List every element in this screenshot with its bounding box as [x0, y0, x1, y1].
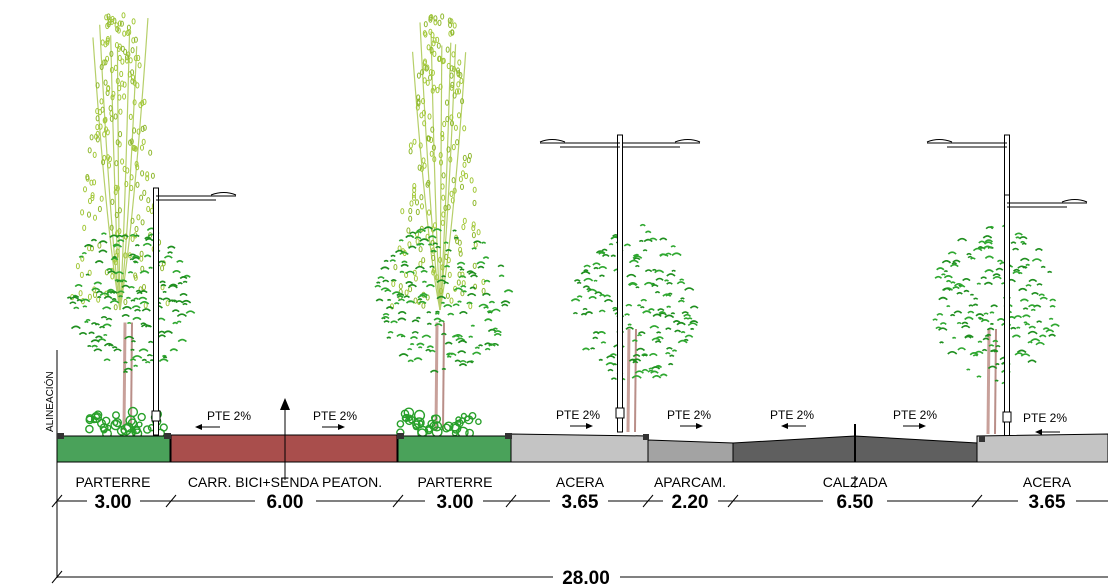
streetlight-icon — [539, 134, 625, 433]
parking-strip — [647, 439, 734, 463]
curb — [643, 434, 649, 440]
section-label-sidewalk: ACERA — [556, 474, 605, 490]
svg-text:PTE 2%: PTE 2% — [770, 408, 814, 422]
svg-text:PTE 2%: PTE 2% — [1023, 411, 1067, 425]
curb — [397, 433, 404, 439]
section-width-value: 3.00 — [95, 492, 132, 513]
section-label-bike-lane: CARR. BICI+SENDA PEATON. — [188, 474, 382, 490]
section-width-value: 6.50 — [837, 492, 874, 513]
streetlight-icon — [1002, 194, 1088, 437]
section-label-sidewalk: ACERA — [1023, 474, 1072, 490]
slope-label: PTE 2% — [556, 408, 600, 429]
curb — [57, 433, 64, 439]
dimension-ticks — [51, 494, 983, 584]
streetlight-icon — [151, 187, 237, 436]
section-width-value: 3.00 — [437, 492, 474, 513]
slope-label: PTE 2% — [893, 408, 937, 429]
up-arrow-head-icon — [280, 398, 290, 410]
section-label-roadway: CALZADA — [823, 474, 888, 490]
alignment-label: ALINEACIÓN — [43, 371, 56, 432]
slope-label: PTE 2% — [313, 409, 357, 430]
streetlights-layer — [151, 134, 1088, 437]
curb — [505, 433, 512, 439]
parterre-left-strip — [56, 435, 171, 463]
sidewalk-left-strip — [510, 433, 649, 463]
section-width-value: 6.00 — [267, 492, 304, 513]
tree-icon — [374, 226, 514, 431]
shrub-icon — [396, 407, 482, 439]
svg-text:PTE 2%: PTE 2% — [207, 409, 251, 423]
tree-icon — [66, 227, 196, 431]
total-width-value: 28.00 — [562, 568, 610, 585]
section-label-parterre: PARTERRE — [418, 474, 493, 490]
section-width-value: 2.20 — [672, 492, 709, 513]
slope-label: PTE 2% — [1023, 411, 1067, 435]
bike-lane-strip — [170, 434, 398, 463]
section-label-parterre: PARTERRE — [76, 474, 151, 490]
section-width-value: 3.65 — [562, 492, 599, 513]
tree-icon — [570, 223, 699, 433]
section-label-parking: APARCAM. — [654, 474, 726, 490]
sidewalk-right-strip — [976, 433, 1108, 463]
svg-text:PTE 2%: PTE 2% — [556, 408, 600, 422]
parterre-right-strip — [397, 435, 512, 463]
poplar-tree-icon — [390, 13, 486, 311]
tree-icon — [932, 224, 1060, 435]
streetlight-icon — [926, 134, 1012, 437]
slope-label: PTE 2% — [195, 409, 251, 430]
svg-text:PTE 2%: PTE 2% — [313, 409, 357, 423]
svg-text:PTE 2%: PTE 2% — [893, 408, 937, 422]
vegetation-layer — [66, 12, 1060, 439]
curb — [164, 433, 171, 439]
curb — [979, 436, 985, 442]
poplar-tree-icon — [70, 12, 170, 311]
svg-text:PTE 2%: PTE 2% — [667, 408, 711, 422]
section-width-value: 3.65 — [1029, 492, 1066, 513]
slope-label: PTE 2% — [770, 408, 814, 429]
slope-label: PTE 2% — [667, 408, 711, 429]
